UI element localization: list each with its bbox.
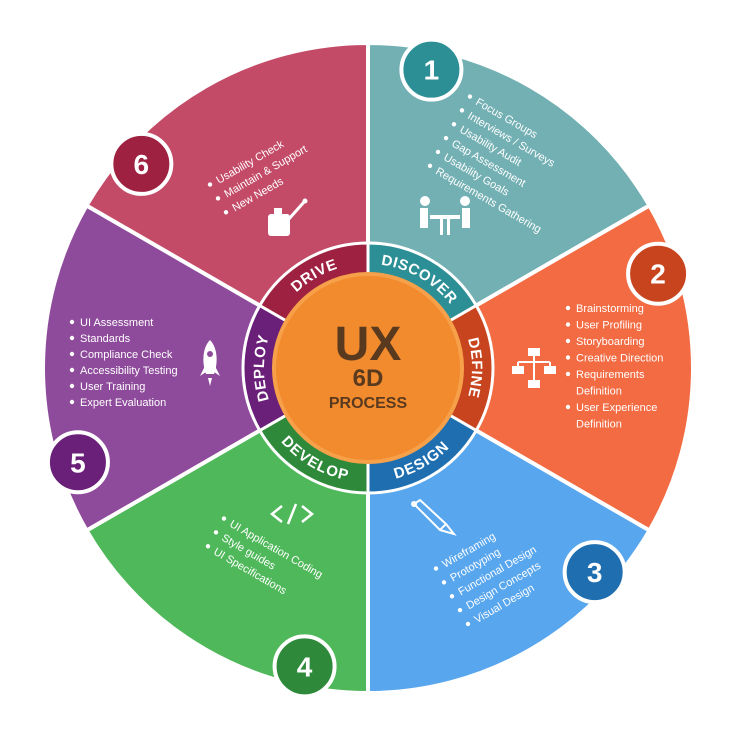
sitemap-icon [512, 348, 556, 388]
center-title-6d: 6D [353, 365, 384, 392]
center-title-ux: UX [335, 318, 402, 371]
number-badges: 1 2 3 4 5 6 [45, 37, 691, 699]
code-icon [269, 503, 315, 525]
list-item: Creative Direction [576, 353, 663, 365]
list-item: Compliance Check [80, 349, 173, 361]
badge-number: 1 [424, 55, 440, 86]
badge-number: 6 [134, 149, 150, 180]
badge-number: 3 [587, 557, 603, 588]
list-item: Accessibility Testing [80, 365, 178, 377]
badge-1: 1 [399, 37, 464, 102]
badge-number: 4 [297, 651, 313, 682]
sector-define [364, 202, 695, 534]
ring-label-define: DEFINE [464, 336, 485, 400]
ring-label-deploy: DEPLOY [251, 333, 273, 404]
badge-4: 4 [272, 634, 337, 699]
list-item: Standards [80, 333, 131, 345]
badge-number: 2 [650, 259, 666, 290]
list-item: User Experience [576, 402, 657, 414]
pen-icon [411, 498, 457, 536]
list-item: Definition [576, 386, 622, 398]
center-title-process: PROCESS [329, 395, 408, 412]
oil-can-icon [268, 198, 308, 236]
badge-3: 3 [562, 540, 627, 605]
rocket-icon [200, 340, 220, 386]
list-item: User Training [80, 381, 145, 393]
center-hub: UX 6D PROCESS [272, 272, 464, 464]
center-circle [272, 272, 464, 464]
list-item: Requirements [576, 369, 645, 381]
badge-number: 5 [70, 447, 86, 478]
badge-6: 6 [109, 131, 174, 196]
list-item: Expert Evaluation [80, 397, 166, 409]
list-item: Definition [576, 419, 622, 431]
stage-icons [200, 196, 556, 536]
list-item: Storyboarding [576, 336, 645, 348]
badge-5: 5 [45, 430, 110, 495]
list-item: UI Assessment [80, 317, 153, 329]
meeting-icon [420, 196, 470, 235]
badge-2: 2 [626, 241, 691, 306]
list-item: Brainstorming [576, 303, 644, 315]
list-item: User Profiling [576, 320, 642, 332]
